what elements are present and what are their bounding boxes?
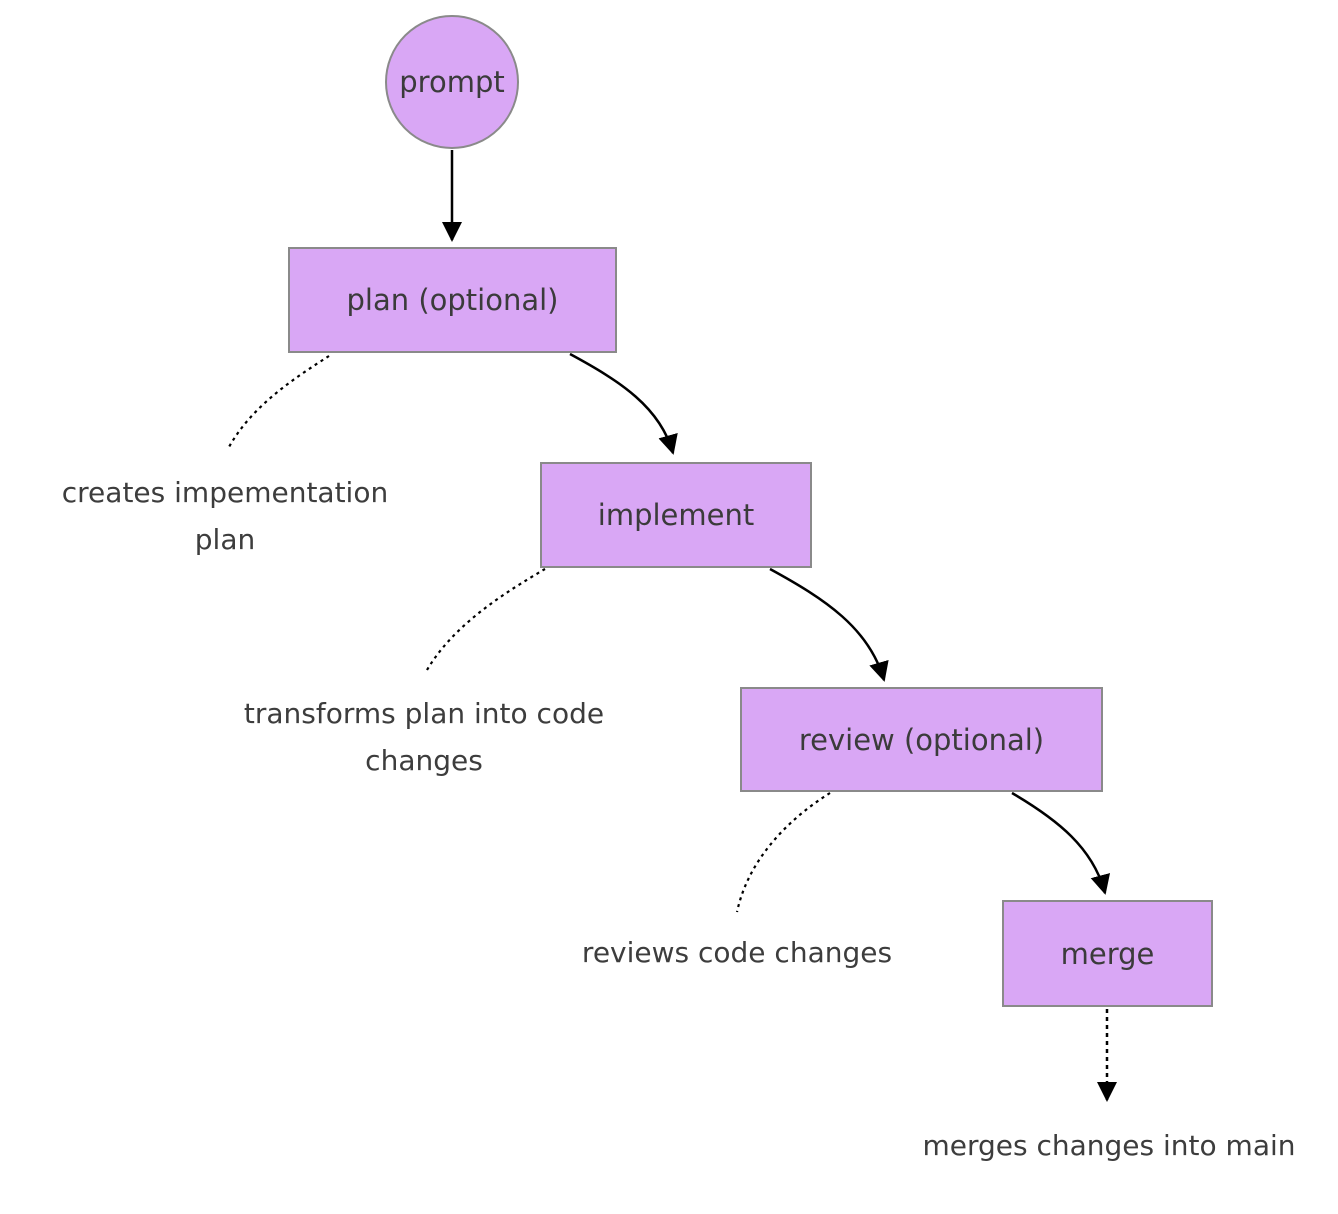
note-implement-line-2: changes — [365, 744, 483, 777]
node-merge: merge — [1002, 900, 1213, 1007]
edge-plan-to-note — [228, 355, 330, 448]
node-plan: plan (optional) — [288, 247, 617, 353]
note-merge-line-1: merges changes into main — [922, 1129, 1296, 1162]
note-plan-line-2: plan — [194, 523, 256, 556]
node-implement-label: implement — [597, 498, 755, 532]
node-review-label: review (optional) — [798, 722, 1045, 757]
node-review: review (optional) — [740, 687, 1103, 792]
edge-implement-to-note — [426, 568, 546, 671]
note-merge: merges changes into main — [919, 1122, 1299, 1169]
note-implement-line-1: transforms plan into code — [243, 697, 605, 730]
node-plan-label: plan (optional) — [346, 283, 559, 317]
node-implement: implement — [540, 462, 812, 568]
note-plan: creates impementation plan — [35, 469, 415, 563]
node-prompt: prompt — [385, 15, 519, 149]
edge-plan-to-implement — [569, 352, 678, 455]
note-implement: transforms plan into code changes — [234, 690, 614, 784]
node-merge-label: merge — [1060, 936, 1155, 971]
edge-review-to-note — [735, 792, 831, 913]
node-prompt-label: prompt — [399, 65, 505, 99]
note-review: reviews code changes — [547, 929, 927, 976]
edge-implement-to-review — [769, 567, 889, 682]
note-plan-line-1: creates impementation — [61, 476, 389, 509]
note-review-line-1: reviews code changes — [581, 936, 893, 969]
edge-review-to-merge — [1011, 791, 1111, 895]
